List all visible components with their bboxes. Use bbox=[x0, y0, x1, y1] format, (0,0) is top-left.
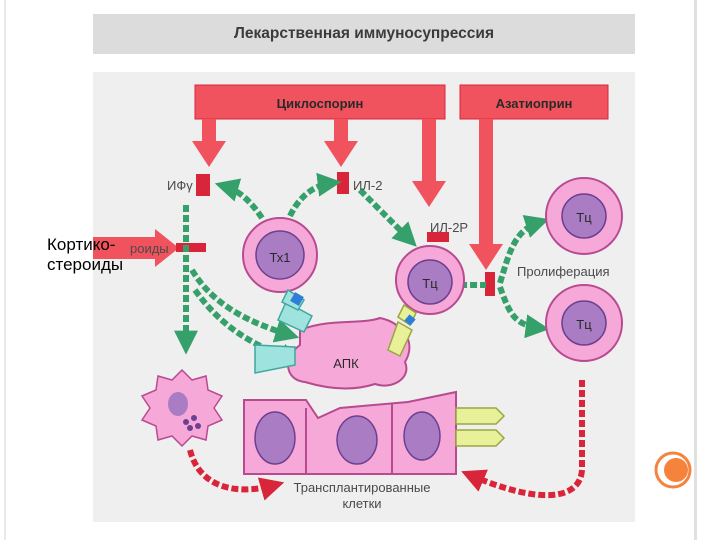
azathioprine-label: Азатиоприн bbox=[496, 96, 573, 111]
corticosteroids-line1: Кортико- bbox=[47, 235, 116, 254]
red-arrows bbox=[187, 380, 585, 501]
transplant-label-line2: клетки bbox=[342, 496, 381, 511]
proliferation-label: Пролиферация bbox=[517, 264, 610, 279]
il2r-label: ИЛ-2Р bbox=[430, 220, 468, 235]
corticosteroids-arrow bbox=[93, 229, 179, 267]
tc-bottom-label: Тц bbox=[576, 317, 592, 332]
corticosteroids-overlay-label: Кортико- стероиды bbox=[47, 235, 123, 275]
slide-right-border bbox=[694, 0, 697, 540]
tc-center-label: Тц bbox=[422, 276, 438, 291]
apc-label: АПК bbox=[333, 356, 359, 371]
steroids-underlay-fragment: роиды bbox=[130, 241, 169, 256]
th1-label: Тх1 bbox=[269, 250, 290, 265]
orange-circle-icon bbox=[654, 451, 692, 489]
th1-cell bbox=[242, 217, 318, 311]
transplant-label-line1: Трансплантированные bbox=[294, 480, 431, 495]
cyclosporine-block bbox=[192, 84, 446, 207]
cyclosporine-label: Циклоспорин bbox=[277, 96, 364, 111]
inhibition-bar-ifn bbox=[196, 174, 210, 196]
ifn-gamma-label: ИФγ bbox=[167, 178, 193, 193]
inhibition-bar-il2r bbox=[427, 232, 449, 242]
il2-label: ИЛ-2 bbox=[353, 178, 382, 193]
corticosteroids-line2: стероиды bbox=[47, 255, 124, 274]
tissue-receptors bbox=[455, 407, 506, 447]
diagram-title: Лекарственная иммуносупрессия bbox=[234, 25, 494, 42]
tc-center-cell bbox=[395, 245, 465, 327]
tc-top-label: Тц bbox=[576, 210, 592, 225]
damaged-cell bbox=[140, 368, 224, 448]
tc-top-cell bbox=[545, 177, 623, 255]
tc-bottom-cell bbox=[545, 284, 623, 362]
slide-left-border bbox=[4, 0, 6, 540]
inhibition-bar-azathioprine bbox=[485, 272, 495, 296]
green-arrows bbox=[174, 172, 550, 367]
transplant-tissue bbox=[243, 390, 457, 475]
inhibition-bar-il2 bbox=[337, 172, 349, 194]
azathioprine-block bbox=[459, 84, 609, 270]
apc-cell bbox=[254, 300, 413, 390]
inhibition-bar-steroids bbox=[176, 243, 206, 252]
title-band bbox=[93, 14, 635, 54]
